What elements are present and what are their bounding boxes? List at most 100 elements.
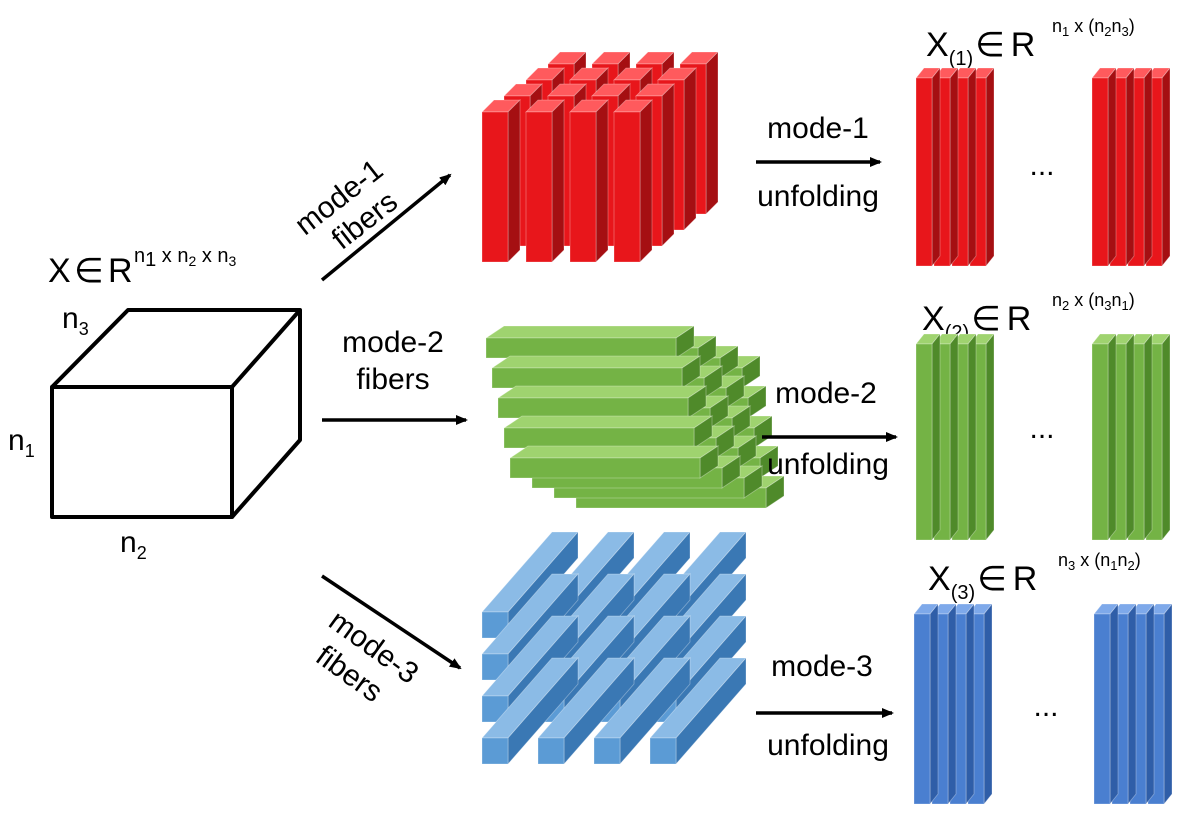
- green-fiber-l0-i1-top: [490, 355, 702, 369]
- svg-text:unfolding: unfolding: [767, 729, 889, 762]
- svg-text:X(2)∈R: X(2)∈R: [922, 300, 1031, 344]
- red-fiber-r0-c3-front: [613, 111, 641, 263]
- svg-text:n1 x (n2n3): n1 x (n2n3): [1052, 16, 1135, 39]
- red-fiber-r0-c1-front: [525, 111, 553, 263]
- matrix-2-slab1-col1-side: [1125, 332, 1135, 542]
- green-fiber-l0-i3: [502, 415, 714, 449]
- svg-text:n3 x (n1n2): n3 x (n1n2): [1058, 550, 1141, 573]
- green-fiber-l0-i2-front: [497, 397, 689, 419]
- matrix-2-slab0-col3-side: [985, 332, 995, 542]
- red-fiber-r0-c2: [569, 99, 609, 263]
- matrix-3-slab0-col3-side: [983, 602, 993, 806]
- green-fiber-l0-i1: [490, 355, 702, 389]
- green-fiber-l0-i0-front: [485, 337, 677, 359]
- matrix-1-ellipsis: ...: [1029, 149, 1054, 182]
- svg-text:mode-2: mode-2: [775, 377, 877, 410]
- matrix-2-title: X(2)∈R n2 x (n3n1): [922, 290, 1135, 344]
- matrix-3-slab0-col0-side: [929, 602, 939, 806]
- mode-3-fibers-label: mode-3 fibers: [310, 604, 425, 709]
- matrix-2-slab1-col2-side: [1143, 332, 1153, 542]
- green-fiber-l0-i2-top: [496, 385, 708, 399]
- red-fiber-r3-c3-side: [705, 51, 719, 215]
- svg-text:fibers: fibers: [356, 363, 429, 396]
- matrix-2-slab0-col2-side: [967, 332, 977, 542]
- svg-text:X(1)∈R: X(1)∈R: [926, 26, 1035, 70]
- blue-fiber-front: [537, 737, 565, 765]
- matrix-1-slab1-col0-front: [1091, 77, 1109, 267]
- matrix-3-slab1-col0: [1093, 602, 1119, 806]
- mode-3-fibers-arrow: [321, 574, 462, 670]
- tensor-cube: [50, 308, 302, 519]
- matrix-3-title: X(3)∈R n3 x (n1n2): [928, 550, 1141, 604]
- unfolded-matrices: [913, 66, 1173, 806]
- edge-label-n2: n2: [120, 526, 147, 563]
- matrix-2-slab1-col0-side: [1107, 332, 1117, 542]
- green-fiber-l0-i4: [508, 445, 720, 479]
- green-fiber-l0-i2: [496, 385, 708, 419]
- matrix-1-slab1-col0-side: [1107, 66, 1117, 268]
- matrix-2-slab0-col1-side: [949, 332, 959, 542]
- matrix-2-ellipsis: ...: [1029, 412, 1054, 445]
- blue-fiber-c3-r3: [649, 656, 747, 766]
- mode-1-fibers-label: mode-1 fibers: [289, 153, 404, 256]
- red-fiber-r0-c2-side: [595, 99, 609, 263]
- matrix-2-slab0-col0-side: [931, 332, 941, 542]
- svg-text:mode-1: mode-1: [767, 112, 869, 145]
- matrix-1-slab0-col2-side: [967, 66, 977, 268]
- green-fiber-l0-i0-top: [484, 325, 696, 339]
- edge-label-n1: n1: [8, 424, 35, 461]
- matrix-2-slab1-col0: [1091, 332, 1117, 542]
- svg-text:mode-3: mode-3: [771, 650, 873, 683]
- mode-3-fiber-block: [481, 530, 747, 766]
- mode-1-unfolding-label: mode-1 unfolding: [757, 112, 879, 213]
- matrix-1-slab1-col3-side: [1161, 66, 1171, 268]
- matrix-1-slab0-col1-side: [949, 66, 959, 268]
- red-fiber-r0-c0-side: [507, 99, 521, 263]
- tensor-field: R: [108, 252, 133, 290]
- matrix-1-slab1-col1-side: [1125, 66, 1135, 268]
- matrix-3-slab0-col1-side: [947, 602, 957, 806]
- matrix-1-title: X(1)∈R n1 x (n2n3): [926, 16, 1135, 70]
- mode-1-fiber-block: [481, 51, 719, 263]
- matrix-3-slab0-col0: [913, 602, 939, 806]
- green-fiber-l0-i4-top: [508, 445, 720, 459]
- mode-3-unfolding-label: mode-3 unfolding: [767, 650, 889, 762]
- matrix-1-slab0-col0: [915, 66, 941, 268]
- red-fiber-r0-c1-side: [551, 99, 565, 263]
- red-fiber-r1-c3-side: [661, 83, 675, 247]
- mode-2-unfolding-label: mode-2 unfolding: [767, 377, 889, 481]
- matrix-3-slab1-col0-side: [1109, 602, 1119, 806]
- blue-fiber-front: [481, 737, 509, 765]
- matrix-1-slab1-col0: [1091, 66, 1117, 268]
- mode-2-fiber-block: [484, 325, 786, 509]
- green-fiber-l0-i1-front: [491, 367, 683, 389]
- matrix-1-slab1-col2-side: [1143, 66, 1153, 268]
- red-fiber-r0-c1: [525, 99, 565, 263]
- svg-text:mode-2: mode-2: [342, 326, 444, 359]
- matrix-2-slab1-col3-side: [1161, 332, 1171, 542]
- green-fiber-l0-i4-front: [509, 457, 701, 479]
- blue-fiber-c0-r3: [481, 656, 579, 766]
- svg-text:X(3)∈R: X(3)∈R: [928, 560, 1037, 604]
- red-fiber-r0-c0: [481, 99, 521, 263]
- svg-text:unfolding: unfolding: [757, 180, 879, 213]
- matrix-3-ellipsis: ...: [1033, 690, 1058, 723]
- green-fiber-l0-i3-front: [503, 427, 695, 449]
- green-fiber-l0-i3-top: [502, 415, 714, 429]
- tensor-superscript: n1 x n2 x n3: [134, 245, 237, 271]
- red-fiber-r0-c3: [613, 99, 653, 263]
- edge-label-n3: n3: [62, 302, 89, 339]
- mode-2-fibers-label: mode-2 fibers: [342, 326, 444, 396]
- matrix-1-slab0-col3-side: [985, 66, 995, 268]
- matrix-3-slab0-col2-side: [965, 602, 975, 806]
- blue-fiber-front: [649, 737, 677, 765]
- blue-fiber-c1-r3: [537, 656, 635, 766]
- tensor-label: X ∈ R n1 x n2 x n3: [48, 245, 237, 290]
- matrix-2-slab1-col0-front: [1091, 343, 1109, 541]
- matrix-3-slab1-col0-front: [1093, 613, 1111, 805]
- matrix-3-slab1-col2-side: [1145, 602, 1155, 806]
- blue-fiber-c2-r3: [593, 656, 691, 766]
- red-fiber-r0-c0-front: [481, 111, 509, 263]
- matrix-2-slab0-col0-front: [915, 343, 933, 541]
